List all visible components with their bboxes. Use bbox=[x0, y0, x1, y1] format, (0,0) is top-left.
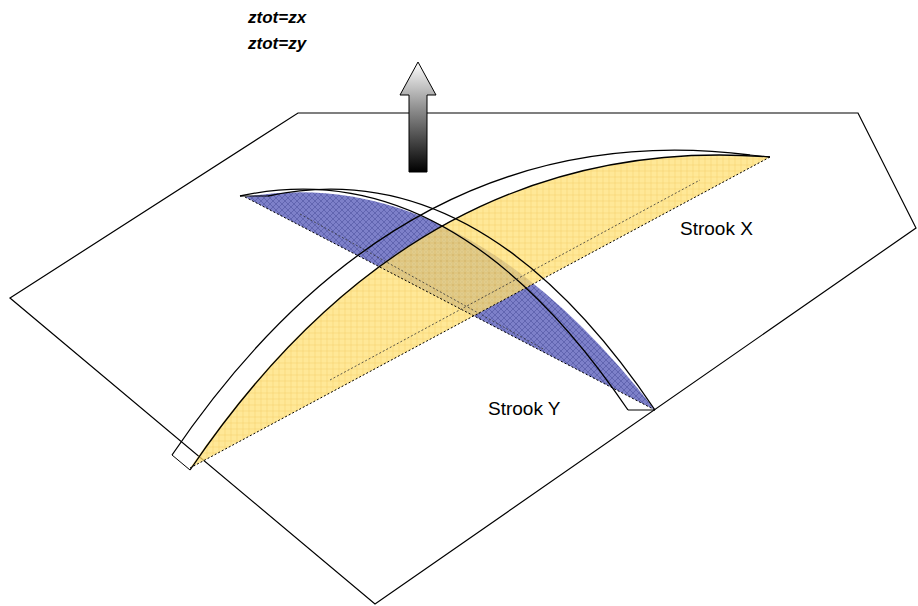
strip-x-edge bbox=[172, 150, 750, 455]
formula-label: ztot=zx bbox=[248, 8, 306, 28]
center-line bbox=[330, 180, 700, 380]
strip-y-edge bbox=[240, 189, 628, 410]
plate-outline bbox=[10, 113, 916, 604]
strip-x-chord bbox=[190, 157, 770, 468]
strip-x-fill bbox=[190, 155, 770, 468]
formula-label: ztot=zy bbox=[248, 34, 306, 54]
strip-label: Strook Y bbox=[488, 398, 561, 421]
strip-y-chord bbox=[245, 197, 655, 410]
strip-y-edge bbox=[268, 189, 655, 410]
deflection-arrow bbox=[400, 62, 436, 172]
strip-x-edge bbox=[190, 155, 770, 470]
strip-label: Strook X bbox=[680, 218, 753, 241]
strip-y-end bbox=[240, 196, 655, 410]
strip-x-end bbox=[172, 155, 770, 470]
